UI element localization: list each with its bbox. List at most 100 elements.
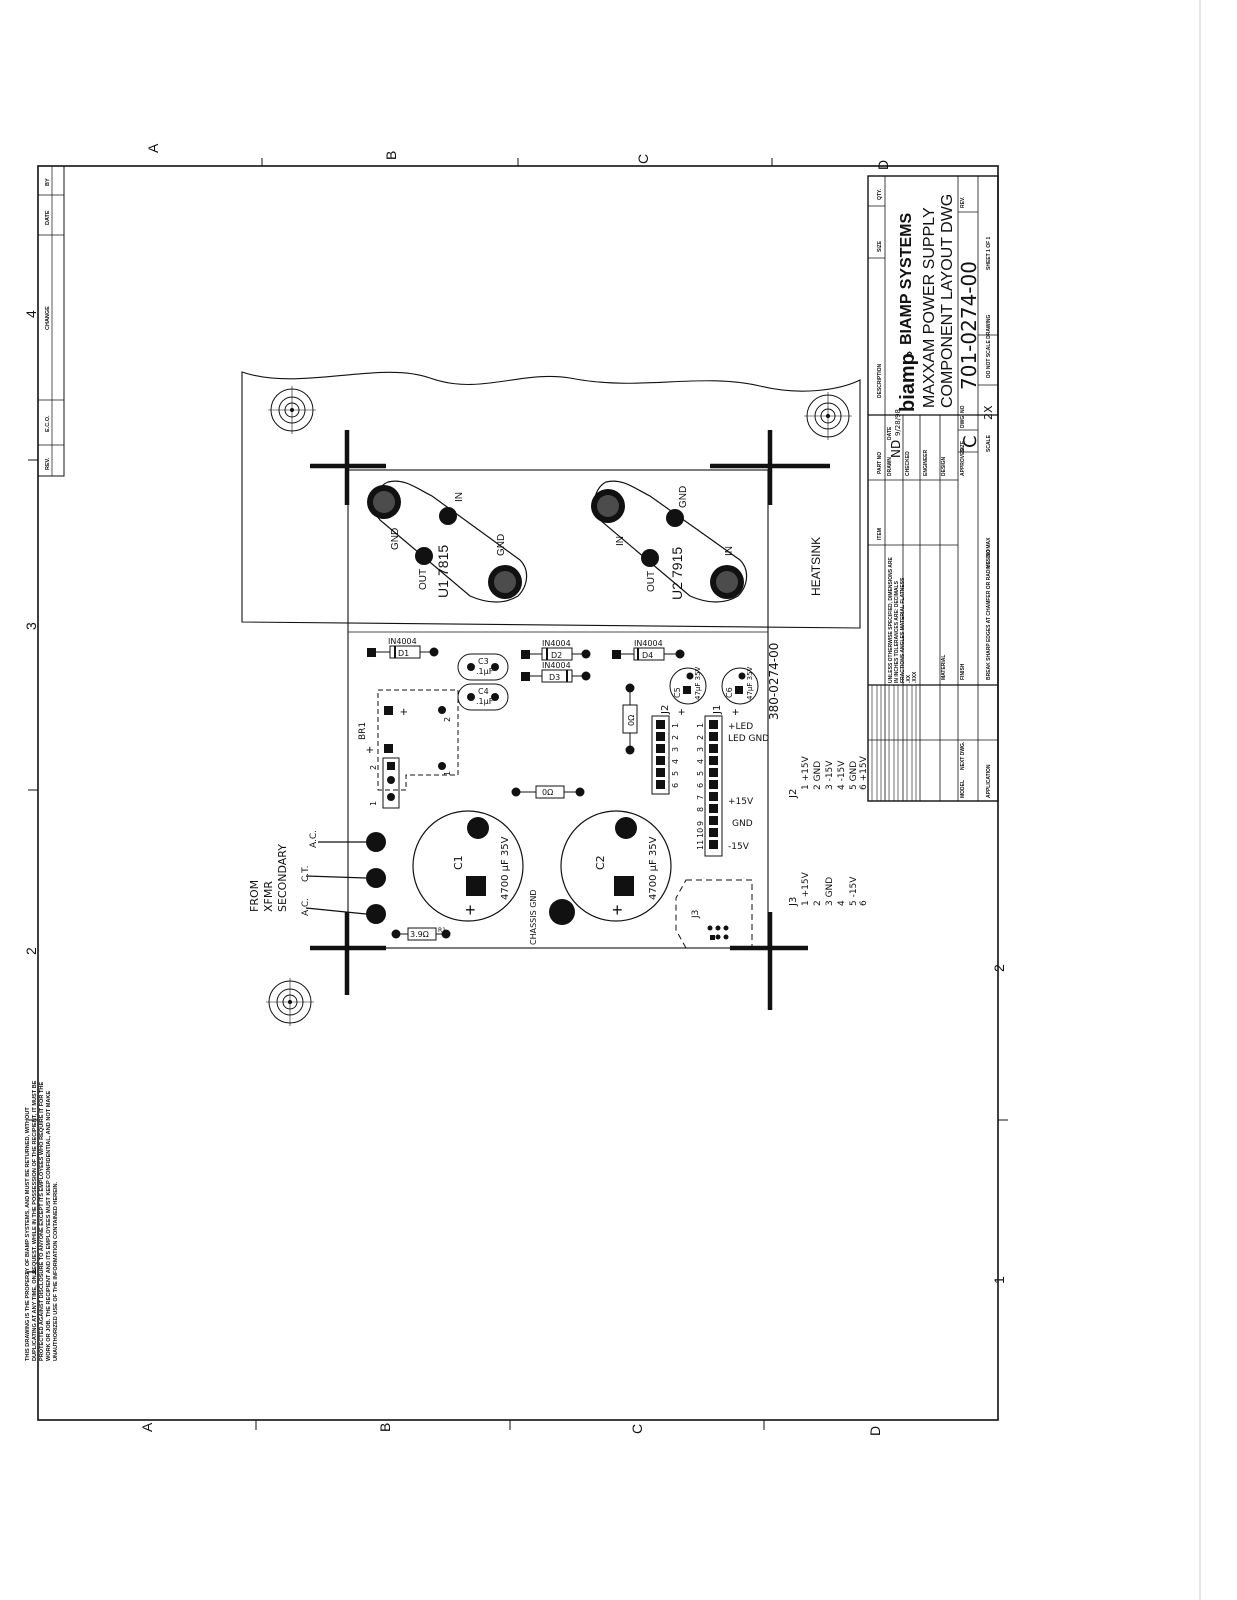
revision-block: REV. E.C.O. CHANGE DATE BY [37,165,65,477]
u2-pin-label: IN [724,546,735,556]
c1-plus: + [465,900,476,920]
application-label: APPLICATION [986,764,992,798]
rev-label: REV. [960,196,966,208]
u2-part: 7915 [669,547,685,578]
regulator-u2: IN GND OUT IN U2 7915 [591,480,748,603]
br1-plus-silk: + [366,742,374,757]
scale-value: 2X [982,405,995,420]
j1-pin: 2 [696,735,705,740]
j2-pin: 5 [671,771,680,776]
proprietary-notice-text: THIS DRAWING IS THE PROPERTY OF BIAMP SY… [25,1080,59,1361]
j1-pin: 6 [696,783,705,788]
j3-label: J3 [691,910,701,919]
resistor-0-ohm-a: 0Ω [622,683,638,755]
size-header: SIZE [877,240,883,252]
d1-part: IN4004 [388,637,417,646]
title-line-2: COMPONENT LAYOUT DWG [939,194,956,408]
j3-table-row: 5 -15V [849,876,859,906]
capacitor-c1: + C1 4700 µF 35V [412,810,524,922]
d3-ref: D3 [549,673,560,682]
engineer-label: ENGINEER [923,449,929,476]
logo-chevrons: » [901,351,916,358]
u2-mount-hole [591,489,625,523]
approved-label: APPROVED [960,448,966,476]
ac-pin-label: 2 [369,765,378,770]
j1-label: J1 [712,705,723,715]
connector-j2: J2 1 2 3 4 5 6 [651,705,680,795]
c4-value: .1µF [476,697,494,706]
u1-pin-out [415,547,433,565]
sheet-label: SHEET 1 OF 1 [986,236,992,270]
c5-plus: + [678,705,685,719]
secondary-tap: C.T. [301,866,311,882]
date-header: DATE [45,210,51,225]
j1-pin: 7 [696,795,705,800]
diode-d1: D1 IN4004 [367,637,439,659]
title-line-1: MAXXAM POWER SUPPLY [921,207,938,408]
c5-ref: C5 [673,687,682,698]
zone-left-1: 1 [23,1268,39,1276]
j2-pin: 4 [671,759,680,764]
secondary-label: FROM [248,880,261,912]
j2-table-row: 5 GND [849,761,859,790]
bridge-rectifier-br1: + + BR1 2 1 [358,689,459,791]
j1-signal: +LED [728,722,753,732]
j2-pinout-table: J2 1 +15V 2 GND 3 -15V 4 -15V 5 GND 6 +1… [788,755,869,799]
j1-pin: 11 [696,840,705,850]
checked-label: CHECKED [905,451,911,476]
zone-bottom-b: B [377,1423,393,1432]
u2-pin-label: GND [678,486,689,508]
capacitor-c4: C4 .1µF [457,683,509,711]
tol-xxx: .XXX [912,671,918,683]
c3-ref: C3 [478,657,489,666]
zone-right-2: 2 [991,964,1007,972]
material-label: MATERIAL [941,655,947,680]
u1-pin-label: IN [454,492,465,502]
heatsink-label: HEATSINK [809,537,823,596]
capacitor-c3: C3 .1µF [457,653,509,681]
zone-bottom-a: A [139,1422,155,1432]
break-edges: BREAK SHARP EDGES AT CHAMFER OR RADIUS .… [986,537,992,680]
mounting-hole [266,978,314,1026]
scale-label: SCALE [986,434,992,452]
c2-plus: + [612,900,623,920]
br1-ref: BR1 [358,722,368,740]
d2-part: IN4004 [542,639,571,648]
u2-mount-hole [710,565,744,599]
j1-signal: -15V [728,842,750,852]
r0a-value: 0Ω [627,715,636,726]
dwg-no-value: 701-0274-00 [957,261,981,390]
j3-table-row: 2 [813,900,823,906]
br1-pin-2: 2 [443,717,452,722]
resistor-r1: 3.9Ω R1 [391,927,451,941]
title-block [867,175,999,802]
secondary-inputs: A.C. C.T. A.C. FROM XFMR SECONDARY [248,830,386,924]
j3-pinout-table: J3 1 +15V 2 3 GND 4 5 -15V 6 [788,871,869,907]
j2-label: J2 [660,705,671,715]
secondary-tap: A.C. [301,898,311,916]
zone-top-a: A [145,143,161,153]
rev-header: REV. [45,457,51,470]
capacitor-c6: + C6 47µF 35V [721,666,759,719]
zone-numbers-left: 4 3 2 1 [23,310,39,1276]
description-header: DESCRIPTION [877,363,883,398]
eco-header: E.C.O. [45,415,51,432]
j2-pin: 6 [671,783,680,788]
c6-value: 47µF 35V [746,666,754,700]
c4-ref: C4 [478,687,489,696]
item-header: ITEM [877,528,883,540]
company-name: BIAMP SYSTEMS [898,213,915,346]
do-not-scale-label: DO NOT SCALE DRAWING [986,315,992,378]
secondary-label: XFMR [262,881,275,912]
d4-part: IN4004 [634,639,663,648]
capacitor-c2: + C2 4700 µF 35V [560,810,672,922]
partno-header: PART NO [877,452,883,474]
br1-plus: + [400,704,408,719]
j3-table-row: 4 [837,900,847,906]
u2-pin-out [641,549,659,567]
j1-signal: +15V [728,797,754,807]
c2-value: 4700 µF 35V [648,836,659,900]
title-block-text: QTY. SIZE DESCRIPTION PART NO ITEM DRAWN… [877,188,995,798]
zone-right-1: 1 [991,1276,1007,1284]
c2-ref: C2 [594,855,607,870]
